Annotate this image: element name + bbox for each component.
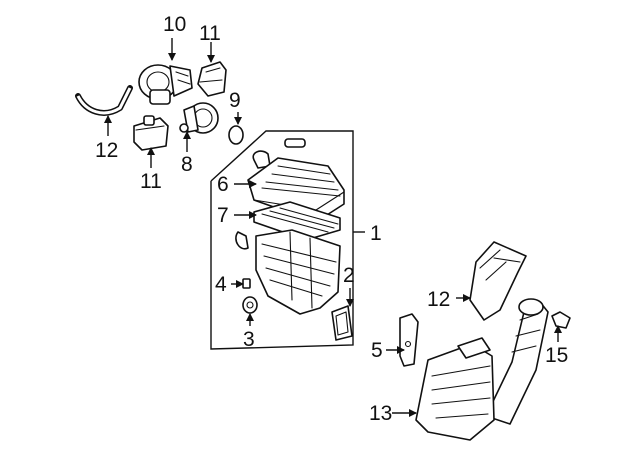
part-4-bolt xyxy=(242,278,251,289)
part-11-resonator-box xyxy=(133,115,169,151)
callout-5: 5 xyxy=(371,339,383,362)
callout-1: 1 xyxy=(370,222,382,245)
part-7-filter-element xyxy=(253,201,341,241)
callout-labels: 10 11 9 12 11 8 6 7 1 2 4 3 12 5 15 13 xyxy=(95,13,568,425)
part-11-duct-fitting-top xyxy=(197,61,227,97)
callout-12: 12 xyxy=(95,139,118,162)
part-13-intake-duct xyxy=(469,241,527,321)
callout-15: 15 xyxy=(545,344,568,367)
part-6-upper-cover xyxy=(247,157,345,223)
callout-8: 8 xyxy=(181,153,193,176)
clamp xyxy=(252,138,306,169)
callout-11-top: 11 xyxy=(199,22,221,45)
callout-9: 9 xyxy=(229,89,241,112)
callout-4: 4 xyxy=(215,273,227,296)
part-10-maf-sensor xyxy=(138,64,193,105)
part-15-clip xyxy=(551,311,571,329)
part-9-o-ring xyxy=(228,125,244,145)
callout-6: 6 xyxy=(217,173,229,196)
callout-13: 12 xyxy=(427,288,450,311)
callout-14: 13 xyxy=(369,402,392,425)
part-12-hose xyxy=(75,85,133,116)
callout-7: 7 xyxy=(217,204,229,227)
leader-lines xyxy=(104,38,562,417)
callout-2: 2 xyxy=(343,264,355,287)
callout-3: 3 xyxy=(243,328,255,351)
part-14-resonator xyxy=(415,337,495,441)
callout-11-lower: 11 xyxy=(140,170,162,193)
part-1-lower-housing xyxy=(235,229,341,315)
part-3-grommet xyxy=(242,296,258,314)
part-2-seal xyxy=(331,305,353,341)
callout-10: 10 xyxy=(163,13,186,36)
part-8-sensor xyxy=(179,102,219,134)
part-5-bracket xyxy=(399,313,419,367)
assembly-bracket-box xyxy=(210,130,365,350)
resonator-tube xyxy=(485,298,549,425)
